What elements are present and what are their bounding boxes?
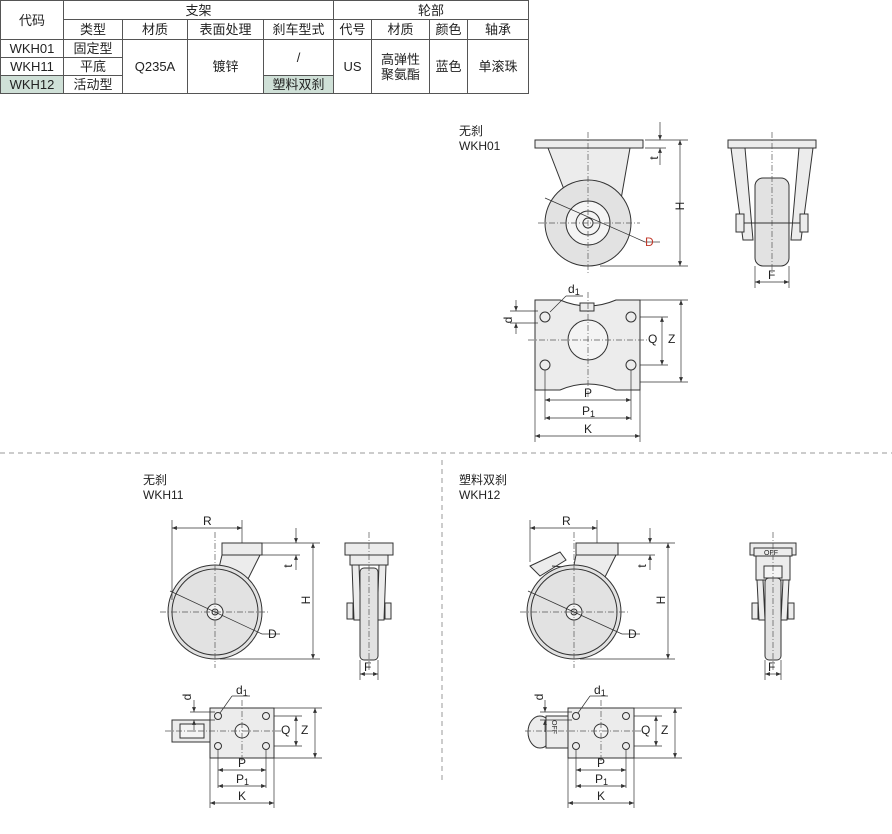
dim-d-label: d [501,317,515,324]
dim-K-label: K [584,422,592,436]
dim-d-label: d [532,694,546,701]
row-code: WKH11 [0,57,64,76]
dim-Q-label: Q [641,723,650,737]
caption-brake: 塑料双刹 [459,473,508,487]
dim-D-label: D [268,627,277,641]
dim-F-label: F [768,660,775,674]
dim-F-label: F [768,268,775,282]
row-type: 固定型 [63,39,123,58]
wkh12-top-view: OFF d d1 Q Z P P1 K [525,683,682,808]
header-wheel-code: 代号 [333,19,372,40]
wheel-code-cell: US [333,39,372,94]
brake-plastic-cell: 塑料双刹 [263,75,334,94]
dim-Z-label: Z [661,723,668,737]
header-surface: 表面处理 [187,19,264,40]
header-color: 颜色 [429,19,468,40]
dim-D-label: D [628,627,637,641]
wkh11-top-view: d d1 Q Z P P1 K [165,683,322,808]
dim-P1-label: P1 [236,772,249,787]
dim-K-label: K [238,789,246,803]
dim-R-label: R [203,514,212,528]
spec-table: 代码 支架 轮部 类型 材质 表面处理 刹车型式 代号 材质 颜色 轴承 WKH… [0,0,529,94]
dim-H-label: H [654,596,668,605]
header-bearing: 轴承 [467,19,529,40]
dim-P1-label: P1 [582,404,595,419]
table-row: WKH01 固定型 Q235A 镀锌 / US 高弹性 聚氨酯 蓝色 单滚珠 [0,39,529,94]
wkh01-top-view: d d1 Q Z P P1 K [501,282,688,442]
wkh01-side-view: D H t [534,122,688,275]
row-type: 活动型 [63,75,123,94]
dim-F-label: F [364,660,371,674]
dim-d1-label: d1 [236,683,248,698]
dim-t-label: t [635,564,649,568]
off-label: OFF [764,550,778,557]
dim-R-label: R [562,514,571,528]
row-code: WKH12 [0,75,64,94]
wkh12-front-view: OFF F [749,532,797,680]
wheel-material-line1: 高弹性 [380,51,420,67]
dim-t-label: t [281,564,295,568]
dim-P1-label: P1 [595,772,608,787]
caption-model: WKH01 [459,139,501,153]
dim-d1-label: d1 [594,683,606,698]
dim-Z-label: Z [668,332,675,346]
header-code: 代码 [0,0,64,40]
dim-d-label: d [180,694,194,701]
wheel-material-line2: 聚氨酯 [380,66,420,82]
dim-P-label: P [597,756,605,770]
dim-Q-label: Q [281,723,290,737]
dim-P-label: P [238,756,246,770]
caption-model: WKH12 [459,488,501,502]
wkh12-side-view: D R H t [520,514,675,668]
caption-wkh01: 无刹 WKH01 [459,124,500,154]
material-cell: Q235A [122,39,188,94]
table-row: WKH12 活动型 塑料双刹 [0,75,529,94]
caption-brake: 无刹 [143,473,168,487]
surface-cell: 镀锌 [187,39,264,94]
dim-t-label: t [647,156,661,160]
table-row: WKH11 平底 [0,57,529,76]
header-material: 材质 [122,19,188,40]
wkh01-front-view: F [727,132,817,288]
caption-brake: 无刹 [459,124,484,138]
row-type: 平底 [63,57,123,76]
dim-H-label: H [673,202,687,211]
dim-d1-label: d1 [568,282,580,297]
off-label: OFF [550,720,557,734]
dim-H-label: H [299,596,313,605]
dim-Z-label: Z [301,723,308,737]
wkh11-side-view: D R H t [160,514,320,668]
wheel-material-cell: 高弹性 聚氨酯 [371,39,430,94]
bearing-cell: 单滚珠 [467,39,529,94]
caption-model: WKH11 [143,488,184,502]
dim-K-label: K [597,789,605,803]
dim-Q-label: Q [648,332,657,346]
dim-P-label: P [584,386,592,400]
wheel-color-cell: 蓝色 [429,39,468,94]
dim-D-label: D [645,235,654,249]
caption-wkh11: 无刹 WKH11 [143,473,183,503]
caption-wkh12: 塑料双刹 WKH12 [459,473,507,503]
wkh11-front-view: F [344,532,394,680]
